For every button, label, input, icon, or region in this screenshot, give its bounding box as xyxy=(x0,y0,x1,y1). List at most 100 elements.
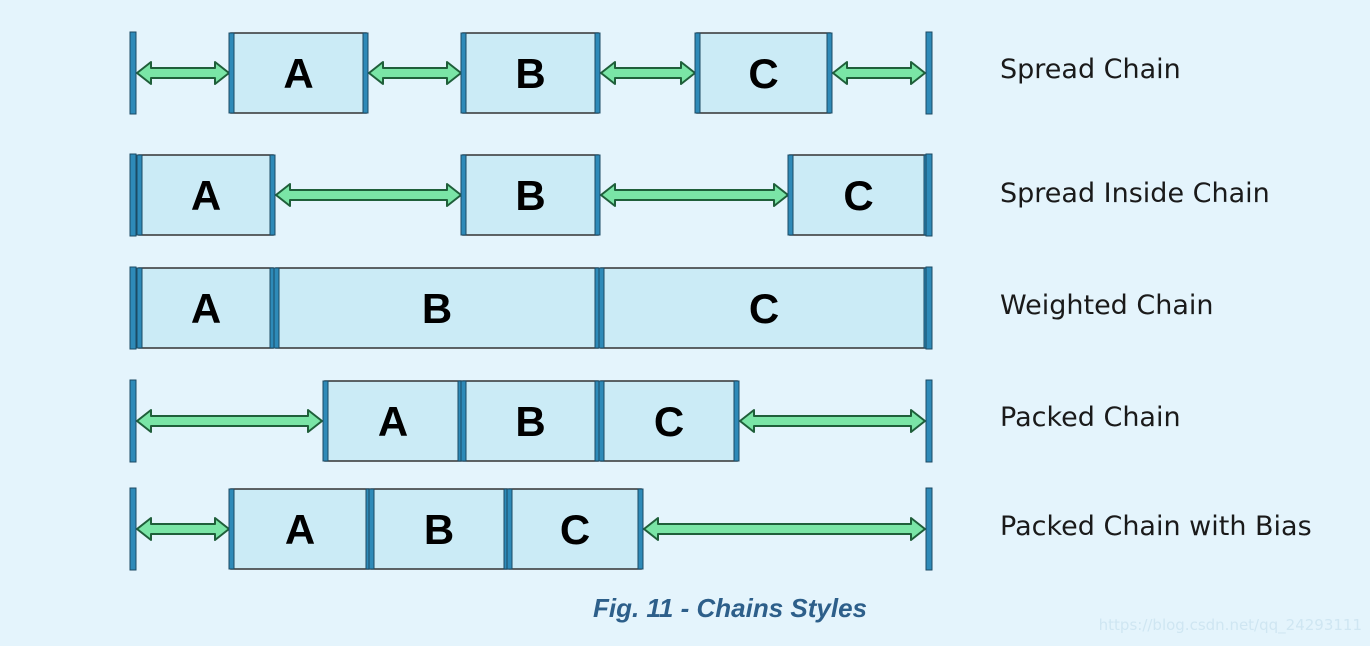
box-anchor-left xyxy=(460,380,467,462)
widget-box-label: B xyxy=(515,172,545,219)
spacing-arrow xyxy=(136,517,230,541)
box-anchor-left xyxy=(460,154,467,236)
widget-box: C xyxy=(506,488,644,570)
row-label-spread-chain: Spread Chain xyxy=(1000,54,1181,85)
spacing-arrow xyxy=(136,409,323,433)
widget-box: A xyxy=(136,154,276,236)
spacing-arrow xyxy=(643,517,926,541)
parent-anchor-left xyxy=(129,31,137,115)
widget-box: B xyxy=(368,488,510,570)
figure-caption: Fig. 11 - Chains Styles xyxy=(592,593,868,623)
widget-box: C xyxy=(598,380,740,462)
parent-anchor-left xyxy=(129,487,137,571)
box-anchor-left xyxy=(787,154,794,236)
widget-box-body xyxy=(230,32,367,114)
box-anchor-right xyxy=(594,154,601,236)
box-anchor-right xyxy=(637,488,644,570)
parent-anchor-right xyxy=(925,266,933,350)
widget-box: A xyxy=(322,380,464,462)
widget-box-body xyxy=(275,267,599,349)
widget-box-label: A xyxy=(191,285,221,332)
parent-anchor-right xyxy=(925,31,933,115)
spacing-arrow xyxy=(600,183,789,207)
box-anchor-left xyxy=(228,488,235,570)
widget-box: C xyxy=(694,32,833,114)
widget-box-label: B xyxy=(515,50,545,97)
chain-row: A B C xyxy=(129,31,933,115)
widget-box-body xyxy=(230,488,370,570)
widget-box: B xyxy=(460,32,601,114)
widget-box-body xyxy=(138,154,274,236)
box-anchor-left xyxy=(506,488,513,570)
spacing-arrow xyxy=(136,61,230,85)
widget-box: C xyxy=(787,154,930,236)
watermark: https://blog.csdn.net/qq_24293111 xyxy=(1098,616,1362,634)
parent-anchor-right xyxy=(925,153,933,237)
parent-anchor-left xyxy=(129,266,137,350)
widget-box-body xyxy=(370,488,508,570)
spacing-arrow xyxy=(739,409,926,433)
box-anchor-left xyxy=(228,32,235,114)
spacing-arrow xyxy=(832,61,926,85)
box-anchor-right xyxy=(269,154,276,236)
widget-box: B xyxy=(460,380,601,462)
widget-box-body xyxy=(508,488,642,570)
parent-anchor-left xyxy=(129,153,137,237)
widget-box: A xyxy=(136,267,276,349)
box-anchor-left xyxy=(694,32,701,114)
box-anchor-left xyxy=(598,267,605,349)
chain-row: A B C xyxy=(129,266,933,350)
widget-box-body xyxy=(324,380,462,462)
widget-box-label: C xyxy=(748,50,778,97)
widget-box-label: A xyxy=(378,398,408,445)
row-label-packed-chain-with-bias: Packed Chain with Bias xyxy=(1000,511,1312,542)
widget-box: A xyxy=(228,488,372,570)
widget-box-body xyxy=(696,32,831,114)
box-anchor-left xyxy=(136,267,143,349)
widget-box-label: A xyxy=(285,506,315,553)
widget-box-label: C xyxy=(560,506,590,553)
widget-box-label: B xyxy=(515,398,545,445)
widget-box: A xyxy=(228,32,369,114)
widget-box-body xyxy=(138,267,274,349)
chain-row: A B C xyxy=(129,487,933,571)
box-anchor-right xyxy=(733,380,740,462)
widget-box: B xyxy=(460,154,601,236)
widget-box-body xyxy=(462,154,599,236)
widget-box-body xyxy=(462,32,599,114)
widget-box-label: C xyxy=(654,398,684,445)
parent-anchor-left xyxy=(129,379,137,463)
box-anchor-right xyxy=(362,32,369,114)
parent-anchor-right xyxy=(925,487,933,571)
box-anchor-left xyxy=(322,380,329,462)
widget-box-label: B xyxy=(424,506,454,553)
spacing-arrow xyxy=(368,61,462,85)
widget-box-body xyxy=(462,380,599,462)
widget-box-label: B xyxy=(422,285,452,332)
widget-box-body xyxy=(789,154,928,236)
widget-box-body xyxy=(600,267,928,349)
box-anchor-left xyxy=(598,380,605,462)
widget-box: C xyxy=(598,267,930,349)
widget-box-body xyxy=(600,380,738,462)
box-anchor-left xyxy=(368,488,375,570)
box-anchor-right xyxy=(594,32,601,114)
spacing-arrow xyxy=(275,183,462,207)
row-label-spread-inside-chain: Spread Inside Chain xyxy=(1000,178,1270,209)
widget-box-label: C xyxy=(843,172,873,219)
chain-row: A B C xyxy=(129,379,933,463)
box-anchor-right xyxy=(826,32,833,114)
widget-box-label: A xyxy=(283,50,313,97)
row-label-packed-chain: Packed Chain xyxy=(1000,402,1181,433)
widget-box-label: A xyxy=(191,172,221,219)
widget-box-label: C xyxy=(749,285,779,332)
box-anchor-left xyxy=(273,267,280,349)
parent-anchor-right xyxy=(925,379,933,463)
spacing-arrow xyxy=(600,61,696,85)
box-anchor-left xyxy=(136,154,143,236)
chain-row: A B C xyxy=(129,153,933,237)
row-label-weighted-chain: Weighted Chain xyxy=(1000,290,1214,321)
widget-box: B xyxy=(273,267,601,349)
